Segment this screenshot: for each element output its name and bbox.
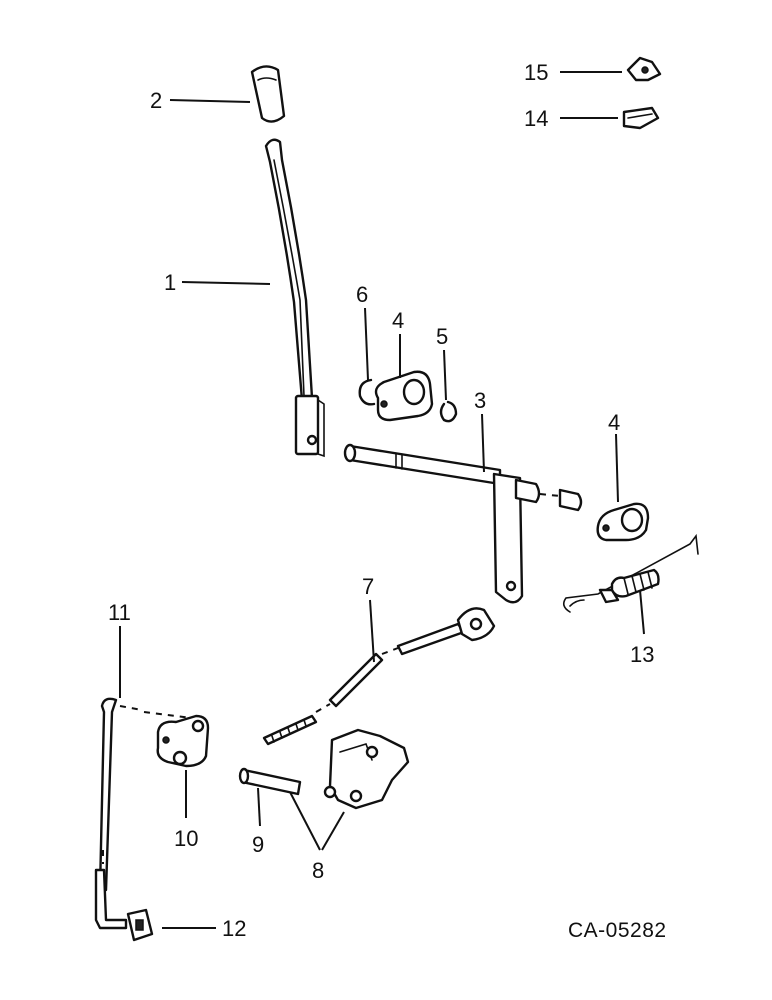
part-7-shift-rod xyxy=(262,607,496,746)
drawing-code: CA-05282 xyxy=(568,919,667,942)
part-14-block xyxy=(622,106,660,130)
part-4-bearing-upper xyxy=(374,370,434,422)
callout-9: 9 xyxy=(252,832,264,857)
part-13-spring-rod xyxy=(562,533,699,613)
callout-3: 3 xyxy=(474,388,486,413)
callout-4-lower: 4 xyxy=(608,410,620,435)
leader-2 xyxy=(169,99,251,103)
callout-1: 1 xyxy=(164,270,176,295)
callout-14: 14 xyxy=(524,106,548,131)
part-8-shifter-bracket xyxy=(323,728,410,810)
leader-8b xyxy=(321,811,345,851)
callout-11: 11 xyxy=(108,600,131,625)
leader-1 xyxy=(181,281,271,285)
part-11-rod xyxy=(94,697,143,930)
part-10-link xyxy=(143,711,210,768)
callout-5: 5 xyxy=(436,324,448,349)
part-1-shift-lever xyxy=(264,138,325,458)
part-6-snap-ring xyxy=(358,378,376,406)
part-12-nut xyxy=(126,908,154,942)
callout-2: 2 xyxy=(150,88,162,113)
part-2-knob xyxy=(250,65,286,123)
part-3-cross-shaft xyxy=(343,443,583,604)
leader-8a xyxy=(289,791,321,851)
callout-15: 15 xyxy=(524,60,548,85)
callout-12: 12 xyxy=(222,916,246,941)
callout-6: 6 xyxy=(356,282,368,307)
part-5-snap-ring xyxy=(439,400,458,423)
callout-8: 8 xyxy=(312,858,324,883)
leader-13 xyxy=(639,589,645,635)
callout-13: 13 xyxy=(630,642,654,667)
leader-3 xyxy=(481,413,485,473)
part-4-bearing-lower xyxy=(596,502,650,542)
leader-4b xyxy=(615,433,619,503)
leader-9 xyxy=(257,787,261,827)
leader-5 xyxy=(443,349,447,401)
part-15-clip xyxy=(626,56,662,82)
callout-7: 7 xyxy=(362,574,374,599)
leader-7 xyxy=(369,599,375,663)
part-9-pin xyxy=(238,767,302,796)
callout-10: 10 xyxy=(174,826,198,851)
leader-6 xyxy=(364,307,369,381)
callout-4-upper: 4 xyxy=(392,308,404,333)
